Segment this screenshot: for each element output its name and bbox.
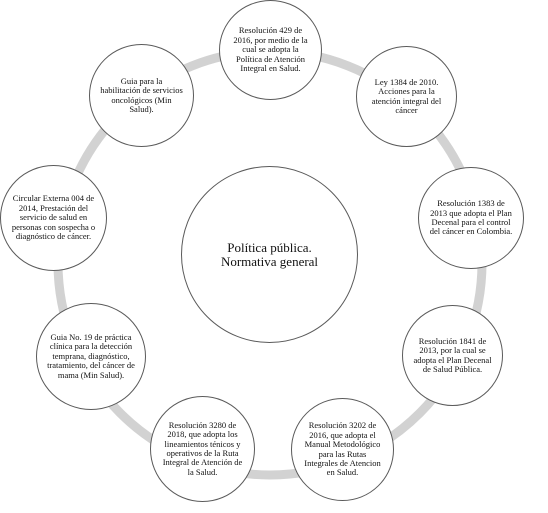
- center-node: Política pública. Normativa general: [181, 166, 358, 343]
- node-guia-19-cancer-mama: Guia No. 19 de práctica clínica para la …: [36, 303, 146, 410]
- node-resolucion-3202-2016: Resolución 3202 de 2016, que adopta el M…: [291, 398, 394, 501]
- node-text: Resolución 1383 de 2013 que adopta el Pl…: [429, 198, 513, 237]
- node-text: Resolución 3202 de 2016, que adopta el M…: [304, 420, 381, 478]
- node-ley-1384-2010: Ley 1384 de 2010. Acciones para la atenc…: [356, 46, 457, 147]
- center-node-text: Política pública. Normativa general: [220, 239, 319, 269]
- node-circular-externa-004-2014: Circular Externa 004 de 2014, Prestación…: [0, 165, 107, 271]
- node-resolucion-3280-2018: Resolución 3280 de 2018, que adopta los …: [150, 396, 255, 502]
- node-resolucion-1383-2013: Resolución 1383 de 2013 que adopta el Pl…: [418, 167, 524, 269]
- node-resolucion-429-2016: Resolución 429 de 2016, por medio de la …: [219, 0, 322, 100]
- node-text: Resolución 1841 de 2013, por la cual se …: [413, 335, 492, 374]
- node-text: Guia para la habilitación de servicios o…: [100, 75, 183, 114]
- node-resolucion-1841-2013: Resolución 1841 de 2013, por la cual se …: [402, 305, 503, 406]
- node-text: Resolución 3280 de 2018, que adopta los …: [162, 419, 243, 477]
- node-text: Ley 1384 de 2010. Acciones para la atenc…: [371, 76, 442, 115]
- node-text: Circular Externa 004 de 2014, Prestación…: [11, 193, 96, 242]
- node-text: Guia No. 19 de práctica clínica para la …: [47, 331, 135, 380]
- node-guia-habilitacion-oncologicos: Guia para la habilitación de servicios o…: [89, 44, 194, 147]
- node-text: Resolución 429 de 2016, por medio de la …: [233, 25, 308, 74]
